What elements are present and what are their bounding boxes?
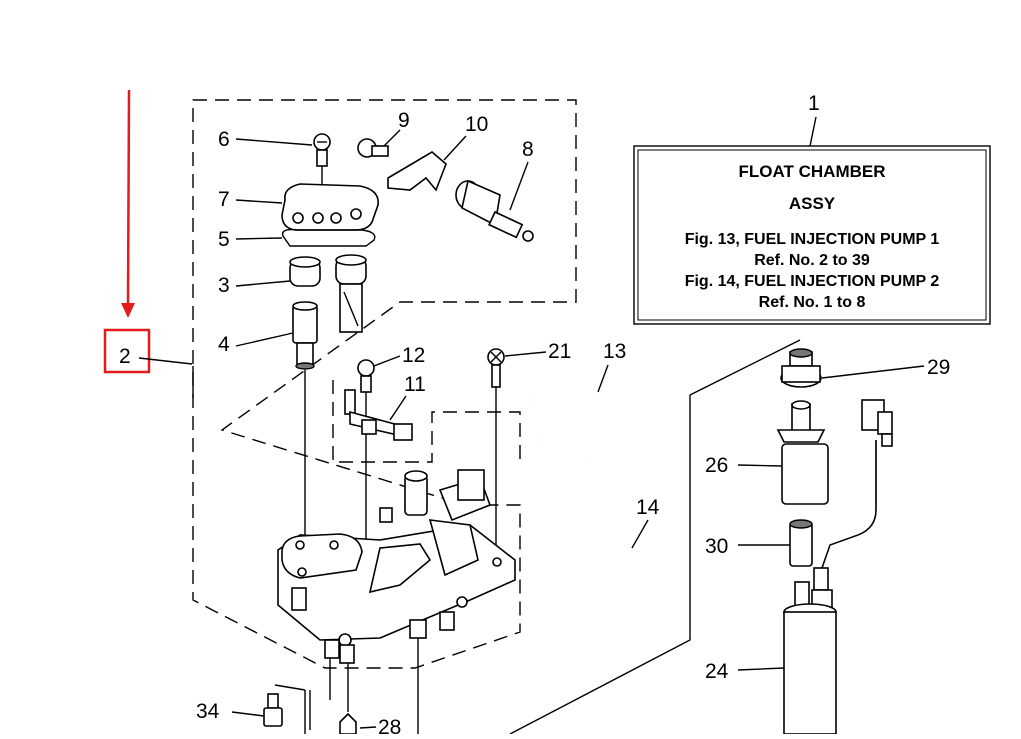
caption-line-2: Ref. No. 2 to 39 [754, 252, 870, 269]
part-28-grommet[interactable] [339, 712, 357, 735]
caption-title-line1: FLOAT CHAMBER [739, 162, 886, 181]
label-3: 3 [218, 274, 230, 297]
float-chamber-dashed-outline [192, 99, 577, 669]
label-6: 6 [218, 128, 230, 151]
part-14-hose[interactable] [529, 538, 644, 610]
wire-harness-connector[interactable] [813, 399, 893, 591]
label-14: 14 [636, 496, 660, 519]
caption-line-1: Fig. 13, FUEL INJECTION PUMP 1 [685, 231, 940, 248]
red-callout-arrow [121, 89, 135, 318]
label-8: 8 [522, 138, 534, 161]
float-chamber-body[interactable] [277, 469, 516, 664]
part-5-gasket[interactable] [281, 228, 376, 247]
callout-part-number: 2 [119, 345, 131, 368]
label-11: 11 [404, 373, 426, 396]
part-6-screw[interactable] [313, 133, 331, 185]
label-4: 4 [218, 333, 230, 356]
part-24-fuel-pump[interactable] [783, 581, 837, 735]
label-30: 30 [705, 535, 728, 558]
label-9: 9 [398, 109, 410, 132]
part-3-seals[interactable] [289, 254, 367, 333]
part-11-bracket[interactable] [344, 389, 413, 441]
label-12: 12 [402, 344, 425, 367]
label-29: 29 [927, 356, 950, 379]
part-13-hose[interactable] [527, 386, 635, 469]
sub-assembly-dashed-outline [332, 380, 521, 463]
label-21: 21 [548, 340, 571, 363]
part-7-cover[interactable] [281, 183, 379, 231]
part-9-screw[interactable] [357, 138, 389, 158]
part-34-screw[interactable] [263, 693, 283, 727]
part-4-filter[interactable] [292, 301, 318, 370]
part-12-screw[interactable] [357, 359, 375, 393]
label-10: 10 [465, 113, 488, 136]
part-26-filter[interactable] [776, 400, 829, 505]
label-26: 26 [705, 454, 728, 477]
label-34: 34 [196, 700, 220, 723]
caption-title-line2: ASSY [789, 194, 836, 213]
label-5: 5 [218, 228, 230, 251]
part-30-seal[interactable] [789, 519, 813, 567]
label-28: 28 [378, 716, 401, 734]
caption-box [633, 145, 991, 325]
leader-pump-outline [509, 395, 691, 735]
label-13: 13 [603, 340, 626, 363]
caption-ref-number: 1 [808, 92, 820, 115]
red-callout-box[interactable] [103, 328, 151, 374]
part-21-screw[interactable] [487, 348, 505, 388]
label-24: 24 [705, 660, 729, 683]
caption-line-3: Fig. 14, FUEL INJECTION PUMP 2 [685, 273, 940, 290]
label-7: 7 [218, 188, 230, 211]
part-10-bracket[interactable] [387, 151, 447, 192]
part-29-grommet[interactable] [780, 348, 822, 388]
part-8-sensor[interactable] [455, 179, 534, 242]
caption-line-4: Ref. No. 1 to 8 [759, 294, 866, 311]
